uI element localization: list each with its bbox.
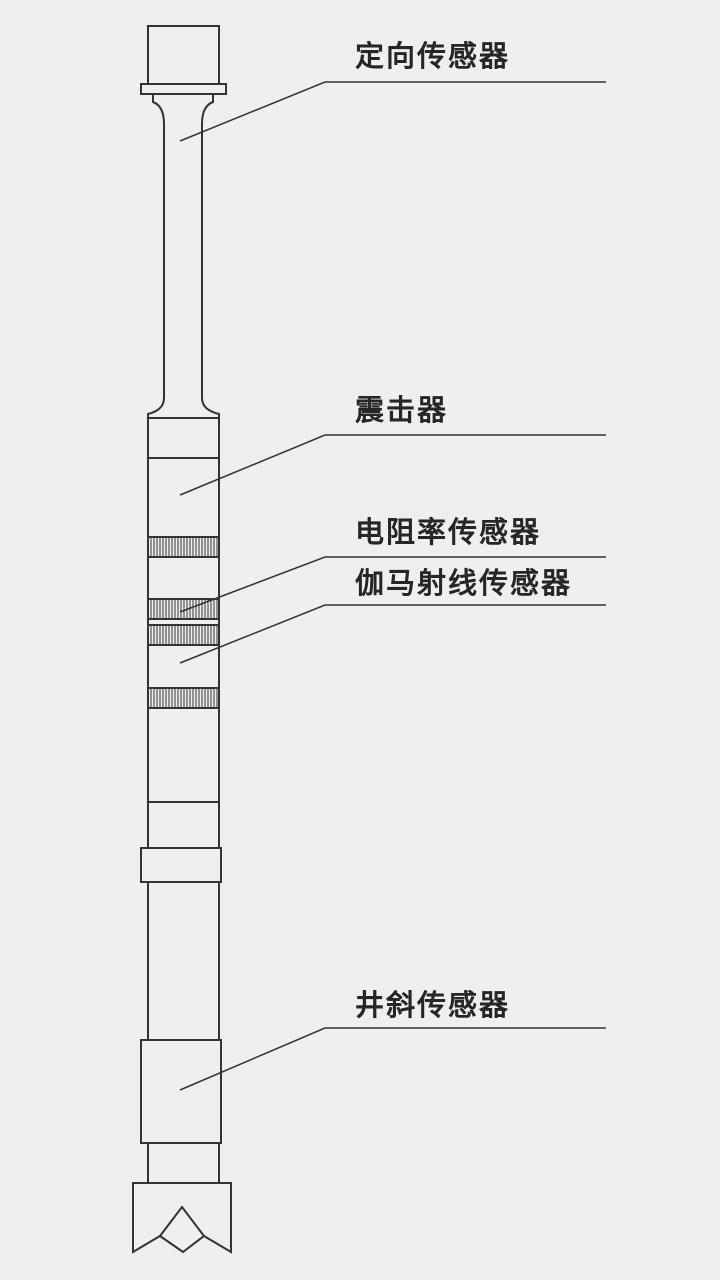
leader-gamma	[179, 604, 606, 664]
bottom-sub	[147, 1142, 220, 1184]
drill-bit-inner	[159, 1205, 205, 1237]
label-orientation-sensor: 定向传感器	[355, 39, 511, 73]
gamma-band	[147, 624, 220, 646]
lower-section	[147, 881, 220, 1041]
resistivity-band-1	[147, 536, 220, 558]
lower-band	[147, 687, 220, 709]
top-cap	[147, 25, 220, 85]
coupling-collar	[140, 847, 222, 883]
leader-resistivity	[179, 556, 606, 613]
label-gamma-sensor: 伽马射线传感器	[355, 566, 573, 600]
resistivity-band-2	[147, 598, 220, 620]
upper-shaft	[147, 94, 220, 419]
band-hatching	[150, 538, 218, 707]
leader-jar	[179, 434, 606, 496]
label-inclination-sensor: 井斜传感器	[355, 988, 511, 1022]
leader-orientation	[179, 81, 606, 142]
drill-bit	[132, 1182, 232, 1254]
connector-body	[147, 801, 220, 849]
leader-inclination	[179, 1027, 606, 1091]
label-jar: 震击器	[355, 393, 449, 427]
label-resistivity-sensor: 电阻率传感器	[355, 515, 542, 549]
top-flange	[140, 83, 227, 95]
inclination-housing	[140, 1039, 222, 1144]
